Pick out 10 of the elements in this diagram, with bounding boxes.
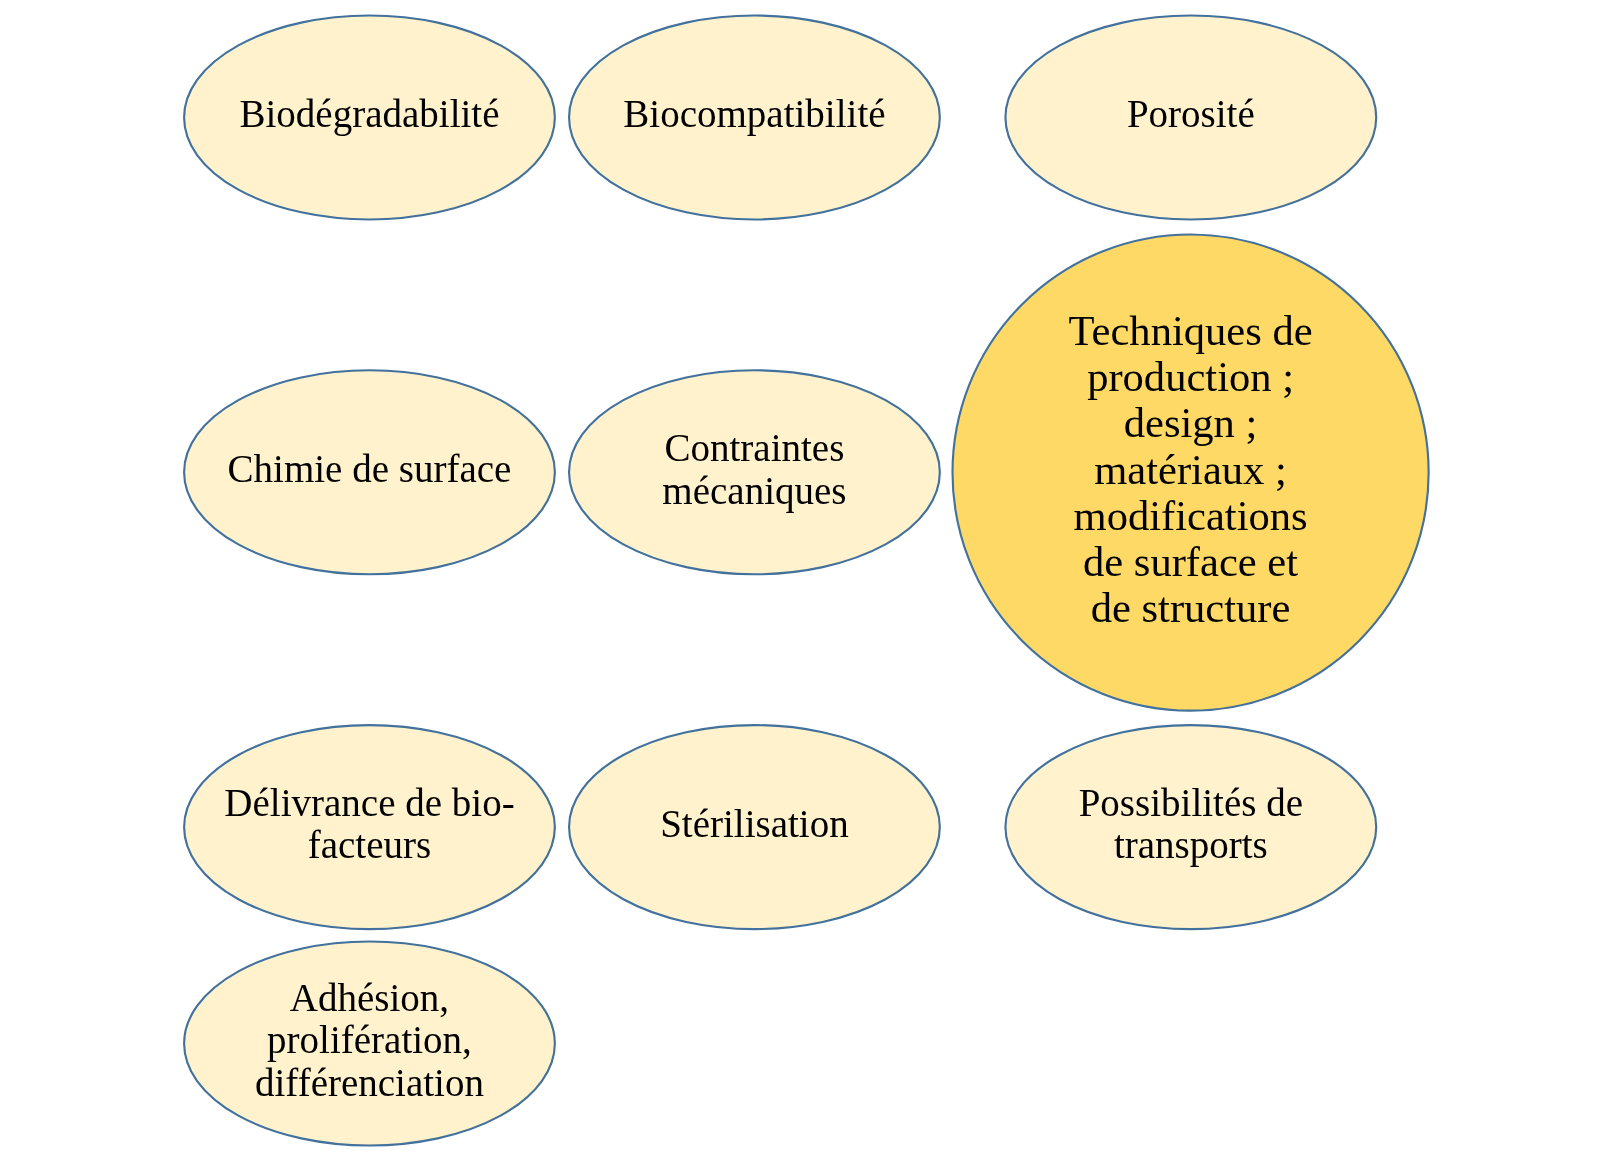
node-ellipse: Contraintes mécaniques xyxy=(568,369,941,576)
node-circle: Techniques de production ; design ; matériaux ; modifications de surface et de structure xyxy=(951,233,1430,712)
node-ellipse: Adhésion, prolifération, différenciation xyxy=(183,940,556,1147)
node-ellipse: Possibilités de transports xyxy=(1004,724,1378,931)
node-ellipse: Biodégradabilité xyxy=(183,14,556,221)
node-ellipse: Délivrance de bio-facteurs xyxy=(183,724,556,931)
node-ellipse: Biocompatibilité xyxy=(568,14,941,221)
node-ellipse: Porosité xyxy=(1004,14,1378,221)
node-ellipse: Stérilisation xyxy=(568,724,941,931)
node-ellipse: Chimie de surface xyxy=(183,369,556,576)
